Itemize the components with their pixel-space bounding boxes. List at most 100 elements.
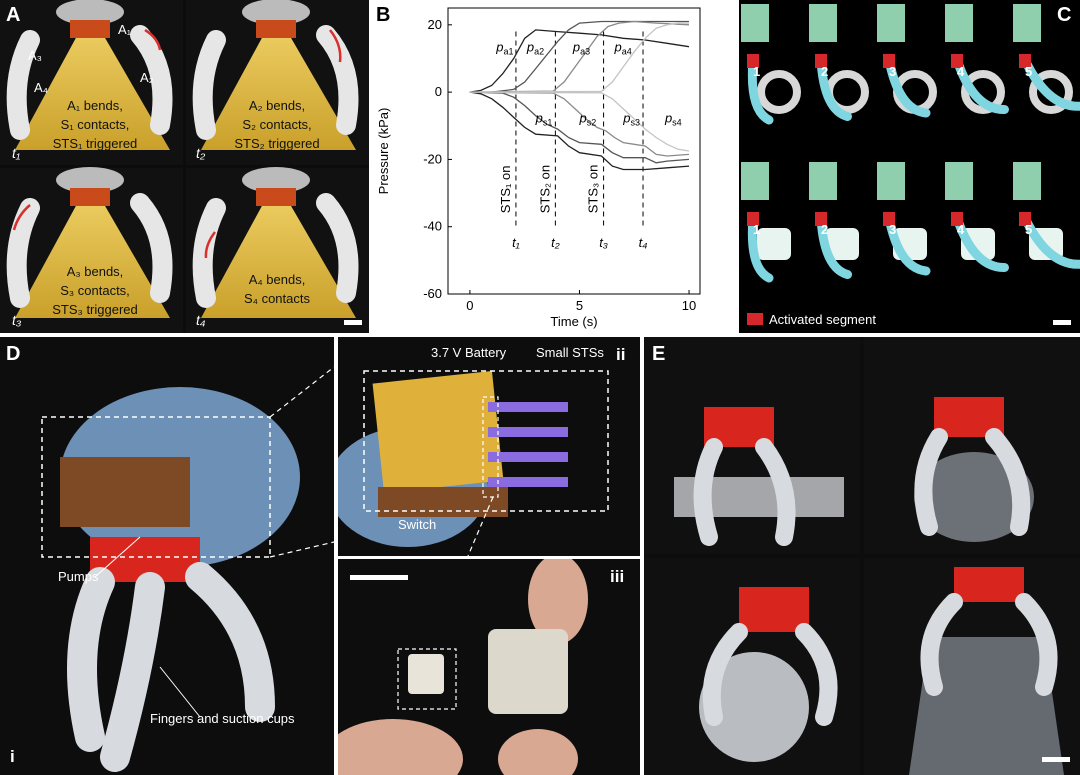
grasp-beaker <box>864 337 1080 554</box>
segment-number: 5 <box>1025 222 1033 237</box>
segment-number: 4 <box>957 64 965 79</box>
label-a2: A₂ <box>140 70 154 85</box>
series-line-pa1 <box>469 29 690 93</box>
panel-d-photo <box>41 366 334 772</box>
panel-c-sequence <box>741 4 1080 283</box>
switch-label: Switch <box>398 517 437 532</box>
curve-label-pa2: pa2 <box>526 40 544 57</box>
segment-number: 3 <box>889 222 897 237</box>
y-tick-label: 0 <box>435 84 442 99</box>
series-line-ps3 <box>469 91 690 157</box>
sub-label-iii: iii <box>610 567 625 586</box>
frame-2-2 <box>809 162 859 279</box>
frame-1-5 <box>1013 4 1080 114</box>
panel-e-photos <box>644 337 1080 775</box>
circuit-board <box>60 457 190 527</box>
y-tick-label: -40 <box>423 219 442 234</box>
finger <box>747 55 774 125</box>
time-t3: t₃ <box>12 312 22 328</box>
arrow-icon <box>144 28 162 51</box>
curve-label-ps3: ps3 <box>622 110 640 127</box>
panel-iii: iii <box>338 559 640 775</box>
bend-arrows <box>12 28 342 259</box>
label-a3: A₃ <box>28 48 42 63</box>
activated-segment <box>747 212 759 226</box>
panel-label-b: B <box>376 4 391 26</box>
finger <box>1020 55 1080 111</box>
quad-3-photo <box>0 167 183 333</box>
curve-label-pa1: pa1 <box>495 40 513 57</box>
activated-segment <box>883 54 895 68</box>
event-time-label: t₂ <box>551 235 560 250</box>
target-ring <box>757 70 801 114</box>
x-tick-label: 0 <box>466 298 473 313</box>
scale-bar <box>350 575 408 580</box>
series-line-ps2 <box>469 91 690 164</box>
y-tick-label: -60 <box>423 286 442 301</box>
event-time-label: t₃ <box>599 235 608 250</box>
segment-number: 4 <box>957 222 965 237</box>
finger <box>747 213 774 283</box>
small-sts-label: Small STSs <box>536 345 604 360</box>
finger <box>816 55 852 121</box>
time-t1: t₁ <box>12 145 21 161</box>
panel-label-c: C <box>1057 4 1072 26</box>
grasp-cups <box>864 558 1080 775</box>
finger <box>816 213 852 279</box>
panel-label-e: E <box>652 343 666 365</box>
series-line-ps1 <box>469 91 690 171</box>
target-ring <box>961 70 1005 114</box>
quad-2-photo <box>186 0 369 165</box>
series-line-pa4 <box>469 22 689 93</box>
grasp-sphere <box>644 558 860 775</box>
scale-bar <box>344 320 362 325</box>
pumps-label: Pumps <box>58 569 99 584</box>
event-time-label: t₁ <box>512 235 520 250</box>
caption-t2: A₂ bends, S₂ contacts, STS₂ triggered <box>234 98 320 151</box>
curve-label-ps1: ps1 <box>535 110 553 127</box>
arrow-icon <box>204 231 216 259</box>
quad-4-photo <box>186 167 369 333</box>
scale-bar <box>1053 320 1071 325</box>
curve-label-pa3: pa3 <box>572 40 590 57</box>
legend-swatch <box>747 313 763 325</box>
x-axis-label: Time (s) <box>550 314 597 329</box>
activated-segment <box>747 54 759 68</box>
caption-t1: A₁ bends, S₁ contacts, STS₁ triggered <box>52 98 138 151</box>
sub-label-ii: ii <box>616 345 626 364</box>
event-label: STS₁ on <box>498 165 513 213</box>
series-line-pa2 <box>469 20 689 93</box>
battery-shape <box>372 371 504 493</box>
curve-label-ps4: ps4 <box>664 110 682 127</box>
caption-t3: A₃ bends, S₃ contacts, STS₃ triggered <box>52 264 138 317</box>
x-tick-label: 10 <box>682 298 696 313</box>
activated-segment <box>1019 212 1031 226</box>
curve-label-ps2: ps2 <box>578 110 596 127</box>
frame-2-1 <box>741 162 791 283</box>
activated-segment <box>815 54 827 68</box>
event-time-label: t₄ <box>639 235 648 250</box>
activated-segment <box>951 54 963 68</box>
label-a1: A₁ <box>118 22 132 37</box>
panel-iii-photo <box>338 559 588 775</box>
arrow-icon <box>329 29 342 63</box>
frame-1-3 <box>877 4 937 118</box>
scale-bar <box>1042 757 1070 762</box>
frame-2-3 <box>877 162 931 276</box>
time-t2: t₂ <box>196 145 206 161</box>
target-box <box>825 228 859 260</box>
activated-segment <box>815 212 827 226</box>
quad-1-photo <box>0 0 183 165</box>
segment-number: 2 <box>821 222 829 237</box>
y-axis-label: Pressure (kPa) <box>376 108 391 195</box>
panel-label-a: A <box>6 4 21 26</box>
fingers-label: Fingers and suction cups <box>150 711 295 726</box>
legend-label: Activated segment <box>769 312 876 327</box>
activated-segment <box>951 212 963 226</box>
panel-a: A A₁ A₂ A₃ A₄ A₁ bends, S₁ contacts, STS… <box>0 0 369 333</box>
target-box <box>757 228 791 260</box>
finger <box>1020 213 1080 269</box>
